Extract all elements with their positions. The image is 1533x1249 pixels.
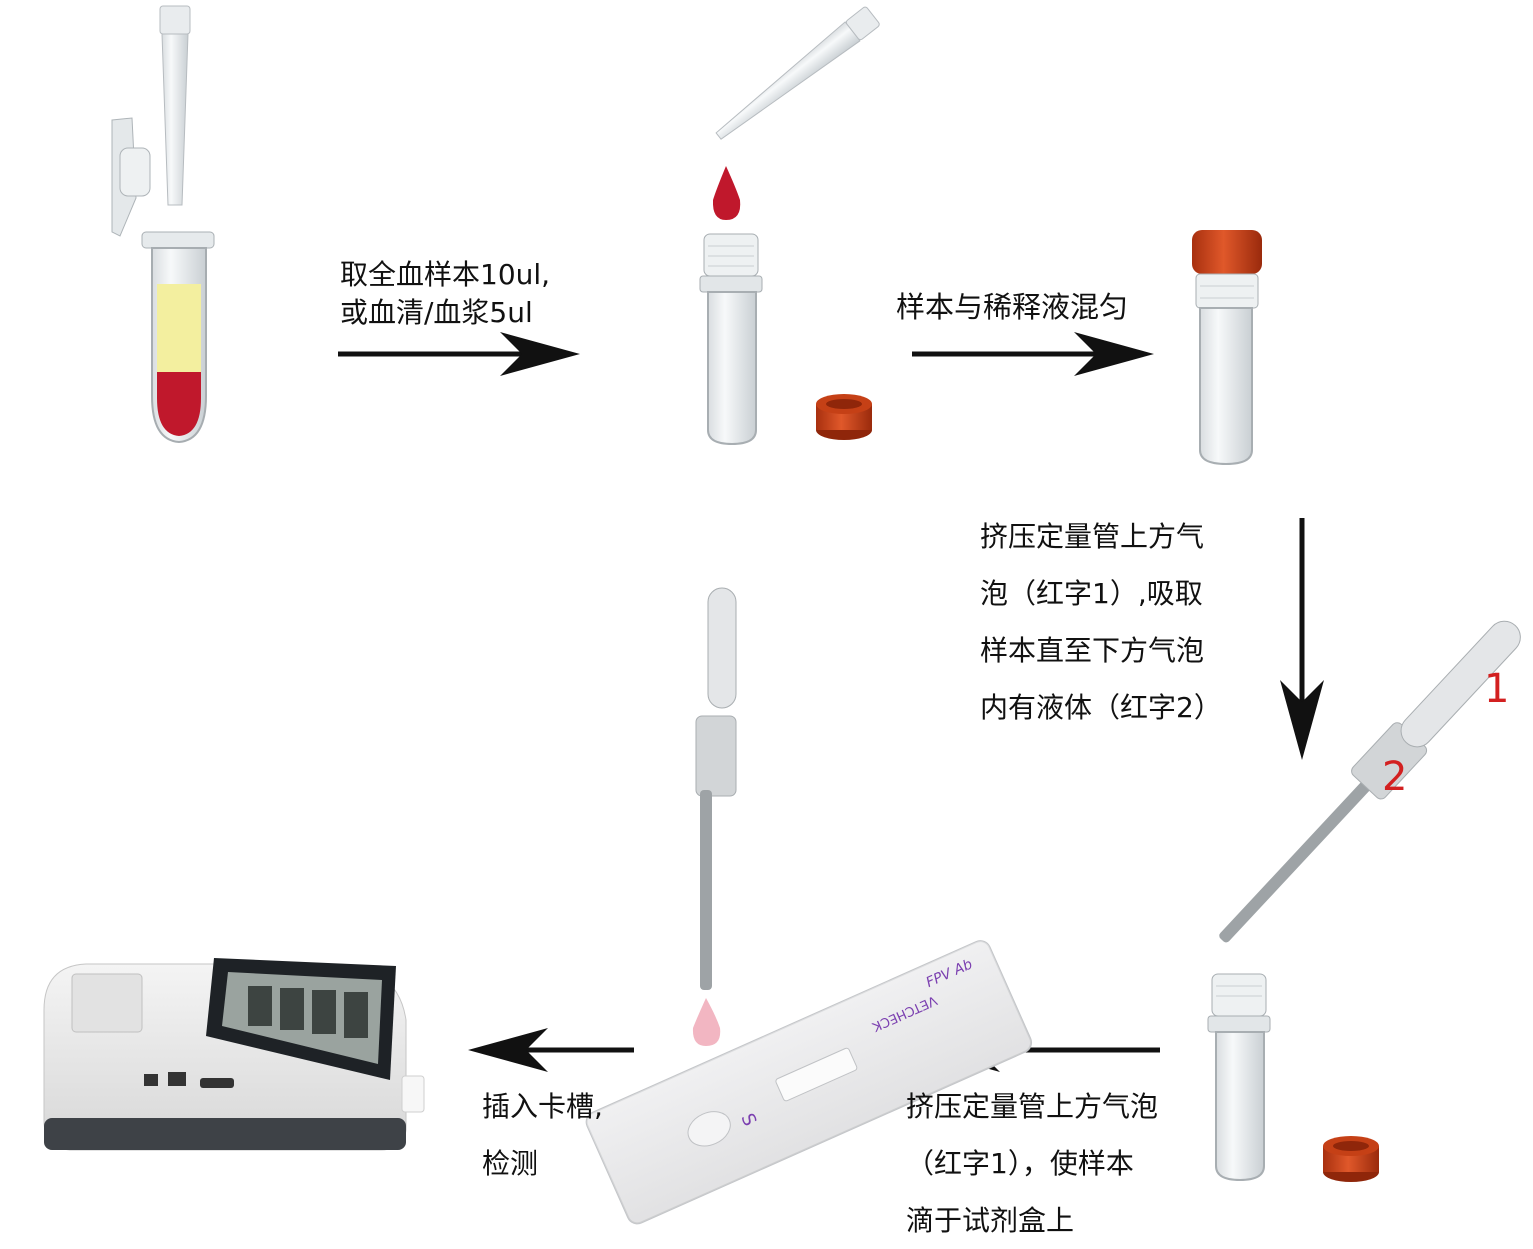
pipette-tip-icon — [715, 6, 880, 140]
step1-line: 取全血样本10ul, — [340, 258, 551, 291]
diluent-vial-icon — [699, 233, 763, 446]
test-cassette-icon: S VETCHECK FPV Ab — [585, 940, 1033, 1225]
step1-instruction: 取全血样本10ul, 或血清/血浆5ul — [340, 256, 550, 332]
step5-line: 插入卡槽, — [482, 1090, 603, 1123]
sample-drop-icon — [692, 998, 721, 1046]
quantitative-dropper-icon: 1 2 — [1219, 620, 1521, 943]
step5-line: 检测 — [482, 1147, 539, 1180]
step3-line: 内有液体（红字2） — [980, 691, 1222, 724]
centrifuge-tube-icon — [111, 117, 215, 444]
step5-instruction: 插入卡槽, 检测 — [482, 1078, 603, 1192]
marker-1: 1 — [1484, 666, 1509, 712]
arrow-right-icon — [912, 332, 1154, 376]
analyzer-device-icon — [43, 958, 425, 1151]
vial-cap-icon — [816, 394, 872, 440]
quantitative-dropper-icon — [695, 587, 737, 990]
step3-line: 泡（红字1）,吸取 — [980, 577, 1203, 610]
arrow-left-icon — [468, 1028, 634, 1072]
arrow-right-icon — [338, 332, 580, 376]
pipette-tip-icon — [159, 5, 191, 206]
serum-layer — [157, 284, 201, 372]
step3-line: 样本直至下方气泡 — [980, 634, 1205, 667]
step2-instruction: 样本与稀释液混匀 — [896, 282, 1128, 332]
step4-instruction: 挤压定量管上方气泡 （红字1），使样本 滴于试剂盒上 — [906, 1078, 1158, 1249]
arrow-down-icon — [1280, 518, 1324, 760]
step1-line: 或血清/血浆5ul — [340, 296, 533, 329]
step4-line: （红字1），使样本 — [906, 1147, 1134, 1180]
blood-layer — [157, 372, 201, 436]
step4-line: 挤压定量管上方气泡 — [906, 1090, 1159, 1123]
step2-line: 样本与稀释液混匀 — [896, 290, 1129, 324]
vial-cap-icon — [1323, 1136, 1379, 1182]
step4-line: 滴于试剂盒上 — [906, 1204, 1075, 1237]
diluent-vial-icon — [1207, 973, 1271, 1182]
step3-line: 挤压定量管上方气 — [980, 520, 1205, 553]
step3-instruction: 挤压定量管上方气 泡（红字1）,吸取 样本直至下方气泡 内有液体（红字2） — [980, 508, 1222, 736]
diluent-vial-icon — [1192, 230, 1262, 466]
blood-drop-icon — [712, 166, 741, 220]
marker-2: 2 — [1382, 754, 1407, 800]
